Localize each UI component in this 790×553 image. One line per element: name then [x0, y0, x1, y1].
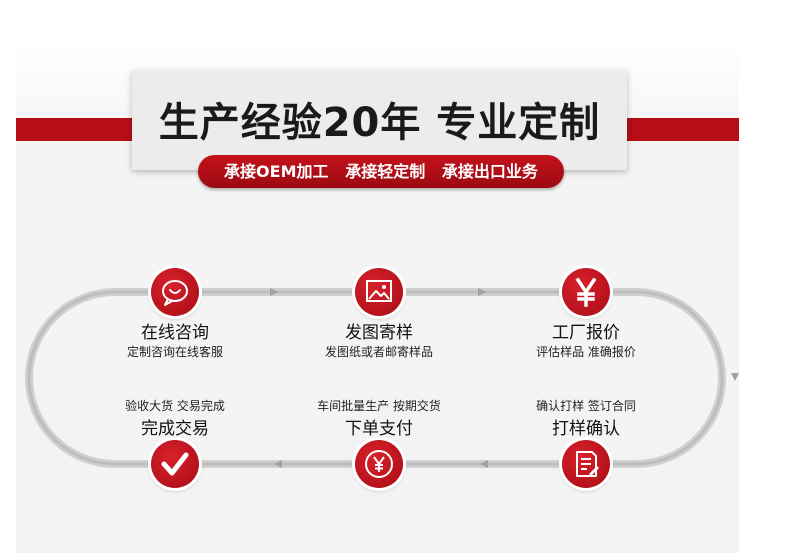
- step-title: 工厂报价: [552, 323, 620, 343]
- image-icon: [366, 280, 392, 302]
- step-document-circle: [562, 440, 610, 488]
- title-box: [132, 70, 627, 170]
- step-image-circle: [355, 268, 403, 316]
- yen-coin-icon: [365, 450, 393, 478]
- step-yen-circle: [562, 268, 610, 316]
- checkmark-icon: [161, 452, 189, 476]
- track-arrows: [270, 288, 739, 468]
- step-title: 完成交易: [141, 419, 209, 439]
- step-subtitle: 车间批量生产 按期交货: [317, 399, 441, 413]
- services-pill: 承接OEM加工 承接轻定制 承接出口业务: [198, 155, 564, 188]
- step-subtitle: 评估样品 准确报价: [536, 345, 636, 359]
- step-check-circle: [151, 440, 199, 488]
- step-subtitle: 发图纸或者邮寄样品: [324, 345, 433, 359]
- step-title: 发图寄样: [345, 323, 413, 343]
- step-subtitle: 验收大货 交易完成: [125, 399, 225, 413]
- step-subtitle: 确认打样 签订合同: [536, 399, 636, 413]
- step-title: 在线咨询: [141, 323, 209, 343]
- document-icon: [576, 451, 599, 477]
- chat-icon: [162, 280, 188, 306]
- step-coin-circle: [355, 440, 403, 488]
- step-title: 下单支付: [345, 419, 413, 439]
- page-title: 生产经验20年 专业定制: [158, 100, 601, 146]
- yen-icon: [575, 277, 597, 307]
- step-chat-circle: [151, 268, 199, 316]
- step-subtitle: 定制咨询在线客服: [126, 345, 223, 359]
- step-title: 打样确认: [552, 419, 620, 439]
